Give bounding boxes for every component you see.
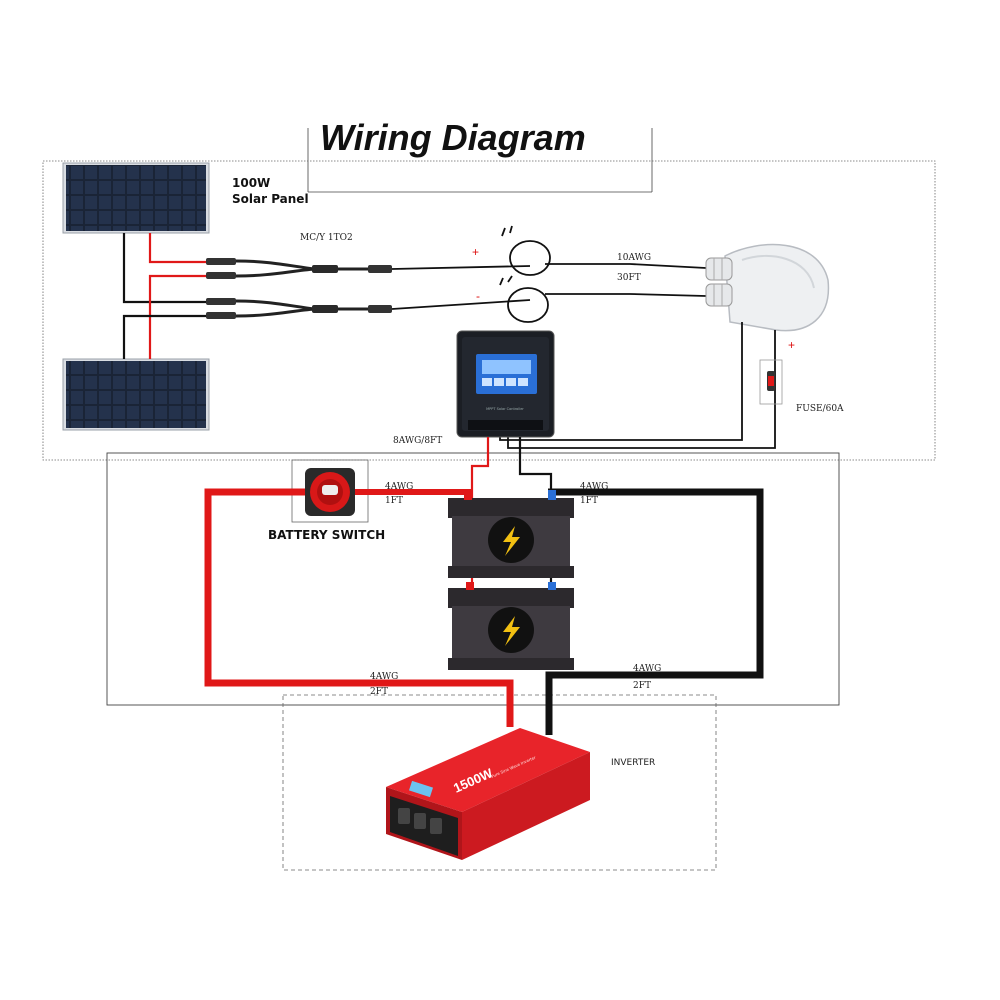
solar-panel-label: Solar Panel (232, 192, 309, 206)
battery-bottom (448, 582, 574, 670)
solar-cable-coils (391, 225, 707, 323)
solar-section-box (42, 160, 936, 461)
bottom-left-cable-length: 2FT (370, 687, 388, 697)
switch-cable-gauge: 4AWG (385, 482, 413, 492)
mc4-y-connectors (206, 258, 392, 319)
controller-cable-label: 8AWG/8FT (393, 436, 442, 446)
solar-panel-bottom (62, 358, 210, 431)
fuse-60a (759, 359, 783, 405)
inverter: 1500W Pure Sine Wave Inverter (386, 728, 590, 860)
top-cable-gauge: 10AWG (617, 253, 651, 263)
battery-switch[interactable] (291, 459, 369, 523)
cable-entry-gland (705, 243, 830, 332)
fuse-positive-sign: + (788, 338, 795, 352)
panel-wiring (122, 233, 208, 359)
top-cable-length: 30FT (617, 273, 641, 283)
solar-panel-watt: 100W (232, 176, 270, 190)
solar-panel-top (62, 162, 210, 234)
negative-sign: - (476, 289, 480, 303)
battery-switch-label: BATTERY SWITCH (268, 528, 385, 542)
battery-top (448, 490, 574, 578)
bottom-right-cable-length: 2FT (633, 681, 651, 691)
battery-section-box (106, 452, 840, 706)
diagram-title: Wiring Diagram (320, 117, 586, 158)
charge-controller: MPPT Solar Controller (456, 330, 555, 438)
bottom-left-cable-gauge: 4AWG (370, 672, 398, 682)
positive-sign: + (472, 245, 479, 259)
battery-right-cable-length: 1FT (580, 496, 598, 506)
inverter-section-box (282, 694, 717, 871)
battery-right-cable-gauge: 4AWG (580, 482, 608, 492)
bottom-right-cable-gauge: 4AWG (633, 664, 661, 674)
fuse-label: FUSE/60A (796, 404, 844, 414)
controller-model: MPPT Solar Controller (486, 407, 524, 411)
connector-label: MC/Y 1TO2 (300, 233, 353, 243)
switch-cable-length: 1FT (385, 496, 403, 506)
inverter-label: INVERTER (611, 758, 655, 768)
title-box: Wiring Diagram (307, 117, 653, 193)
